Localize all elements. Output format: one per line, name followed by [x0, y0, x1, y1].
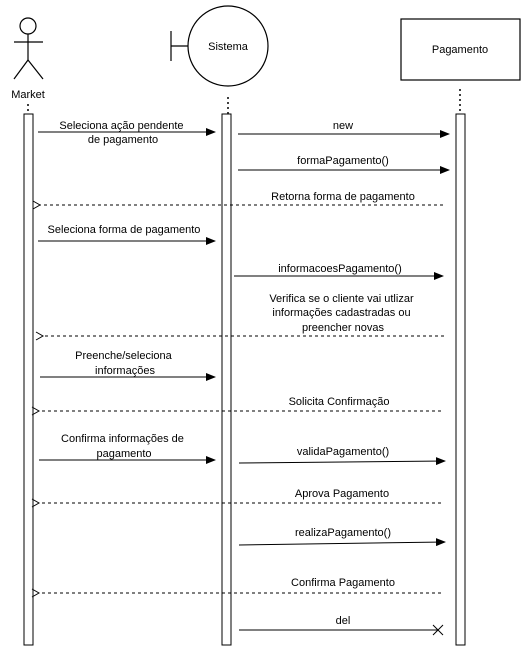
entity-label: Pagamento — [432, 44, 488, 56]
activation-sistema — [221, 113, 232, 646]
message-label: Verifica se o cliente vai utlizar inform… — [269, 293, 416, 334]
message-label: new — [333, 120, 353, 132]
message-label: Solicita Confirmação — [289, 396, 390, 408]
message-9: Solicita Confirmação — [31, 396, 441, 416]
message-label: Preenche/seleciona informações — [75, 350, 175, 377]
message-7: Verifica se o cliente vai utlizar inform… — [35, 293, 444, 341]
message-label: Seleciona forma de pagamento — [48, 224, 201, 236]
actor-market: Market — [11, 17, 45, 101]
message-label: Seleciona ação pendente de pagamento — [59, 120, 186, 146]
actor-label: Market — [11, 89, 45, 101]
boundary-label: Sistema — [208, 41, 249, 53]
message-14: Confirma Pagamento — [31, 577, 441, 598]
actor-head — [19, 17, 37, 35]
message-10: Confirma informações de pagamento — [39, 433, 216, 464]
message-6: informacoesPagamento() — [234, 263, 444, 280]
message-label: informacoesPagamento() — [278, 263, 402, 275]
message-15: del — [239, 615, 444, 636]
message-label: Retorna forma de pagamento — [271, 191, 415, 203]
message-2: new — [238, 120, 450, 138]
message-label: del — [336, 615, 351, 627]
message-12: Aprova Pagamento — [31, 488, 441, 508]
message-4: Retorna forma de pagamento — [32, 191, 443, 210]
message-13: realizaPagamento() — [238, 527, 446, 547]
message-label: Aprova Pagamento — [295, 488, 389, 500]
message-label: realizaPagamento() — [295, 527, 391, 539]
message-label: Confirma Pagamento — [291, 577, 395, 589]
destroy-x-icon — [432, 624, 444, 636]
message-11: validaPagamento() — [238, 446, 446, 466]
entity-pagamento: Pagamento — [400, 18, 521, 81]
message-label: formaPagamento() — [297, 155, 389, 167]
message-8: Preenche/seleciona informações — [40, 350, 216, 381]
message-label: Confirma informações de pagamento — [61, 433, 187, 460]
message-5: Seleciona forma de pagamento — [38, 224, 216, 245]
activation-market — [23, 113, 34, 646]
activation-pagamento — [455, 113, 466, 646]
message-3: formaPagamento() — [238, 155, 450, 174]
message-label: validaPagamento() — [297, 446, 389, 458]
message-1: Seleciona ação pendente de pagamento — [38, 120, 216, 146]
boundary-sistema: Sistema — [170, 5, 269, 87]
